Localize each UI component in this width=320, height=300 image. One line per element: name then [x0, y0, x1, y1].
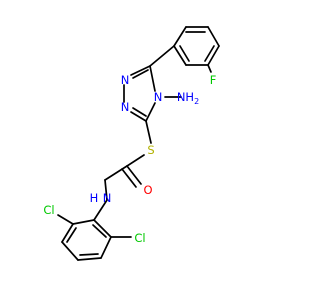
amino-subscript-text: 2	[194, 97, 199, 106]
bond	[126, 165, 142, 185]
bond	[77, 257, 102, 261]
bond	[79, 253, 99, 256]
bond	[130, 65, 151, 76]
bond	[66, 227, 77, 243]
bond	[173, 45, 187, 66]
bond	[121, 168, 137, 188]
fluorine-label: F	[210, 73, 217, 87]
bond	[93, 219, 112, 238]
bond	[207, 64, 212, 73]
amide-nitrogen-label: N	[103, 191, 112, 205]
bond	[207, 26, 220, 47]
bond	[104, 179, 108, 201]
bond	[104, 165, 128, 181]
bond	[126, 154, 145, 167]
bond	[145, 102, 156, 122]
bond	[100, 236, 112, 259]
bond	[179, 45, 190, 62]
bond	[145, 120, 152, 144]
amino-group-label: NH2	[177, 90, 199, 106]
bond	[57, 214, 74, 225]
carbonyl-oxygen-label: O	[143, 183, 152, 197]
chlorine-meta-label: Cl	[134, 231, 145, 245]
bond	[149, 65, 156, 92]
chlorine-ortho-label: Cl	[43, 203, 54, 217]
bond	[132, 107, 147, 117]
bond	[132, 69, 149, 79]
atom-label-layer: F N N N NH2 S O H N Cl Cl	[43, 73, 216, 245]
amino-nh-text: NH	[177, 90, 194, 104]
triazole-n1-label: N	[121, 73, 130, 87]
bond	[173, 26, 187, 47]
triazole-n4-label: N	[154, 90, 163, 104]
bond-layer	[57, 26, 220, 261]
bond	[61, 223, 74, 243]
triazole-n2-label: N	[121, 100, 130, 114]
bond	[61, 241, 79, 261]
amide-hydrogen-label: H	[90, 191, 99, 205]
bond	[130, 111, 147, 122]
bond	[92, 224, 107, 238]
sulfur-label: S	[147, 143, 154, 157]
bond	[149, 45, 175, 67]
bond	[93, 199, 108, 221]
bond	[72, 219, 95, 225]
bond	[207, 45, 220, 66]
structure-drawing: F N N N NH2 S O H N Cl Cl	[43, 26, 220, 261]
bond	[204, 45, 215, 62]
